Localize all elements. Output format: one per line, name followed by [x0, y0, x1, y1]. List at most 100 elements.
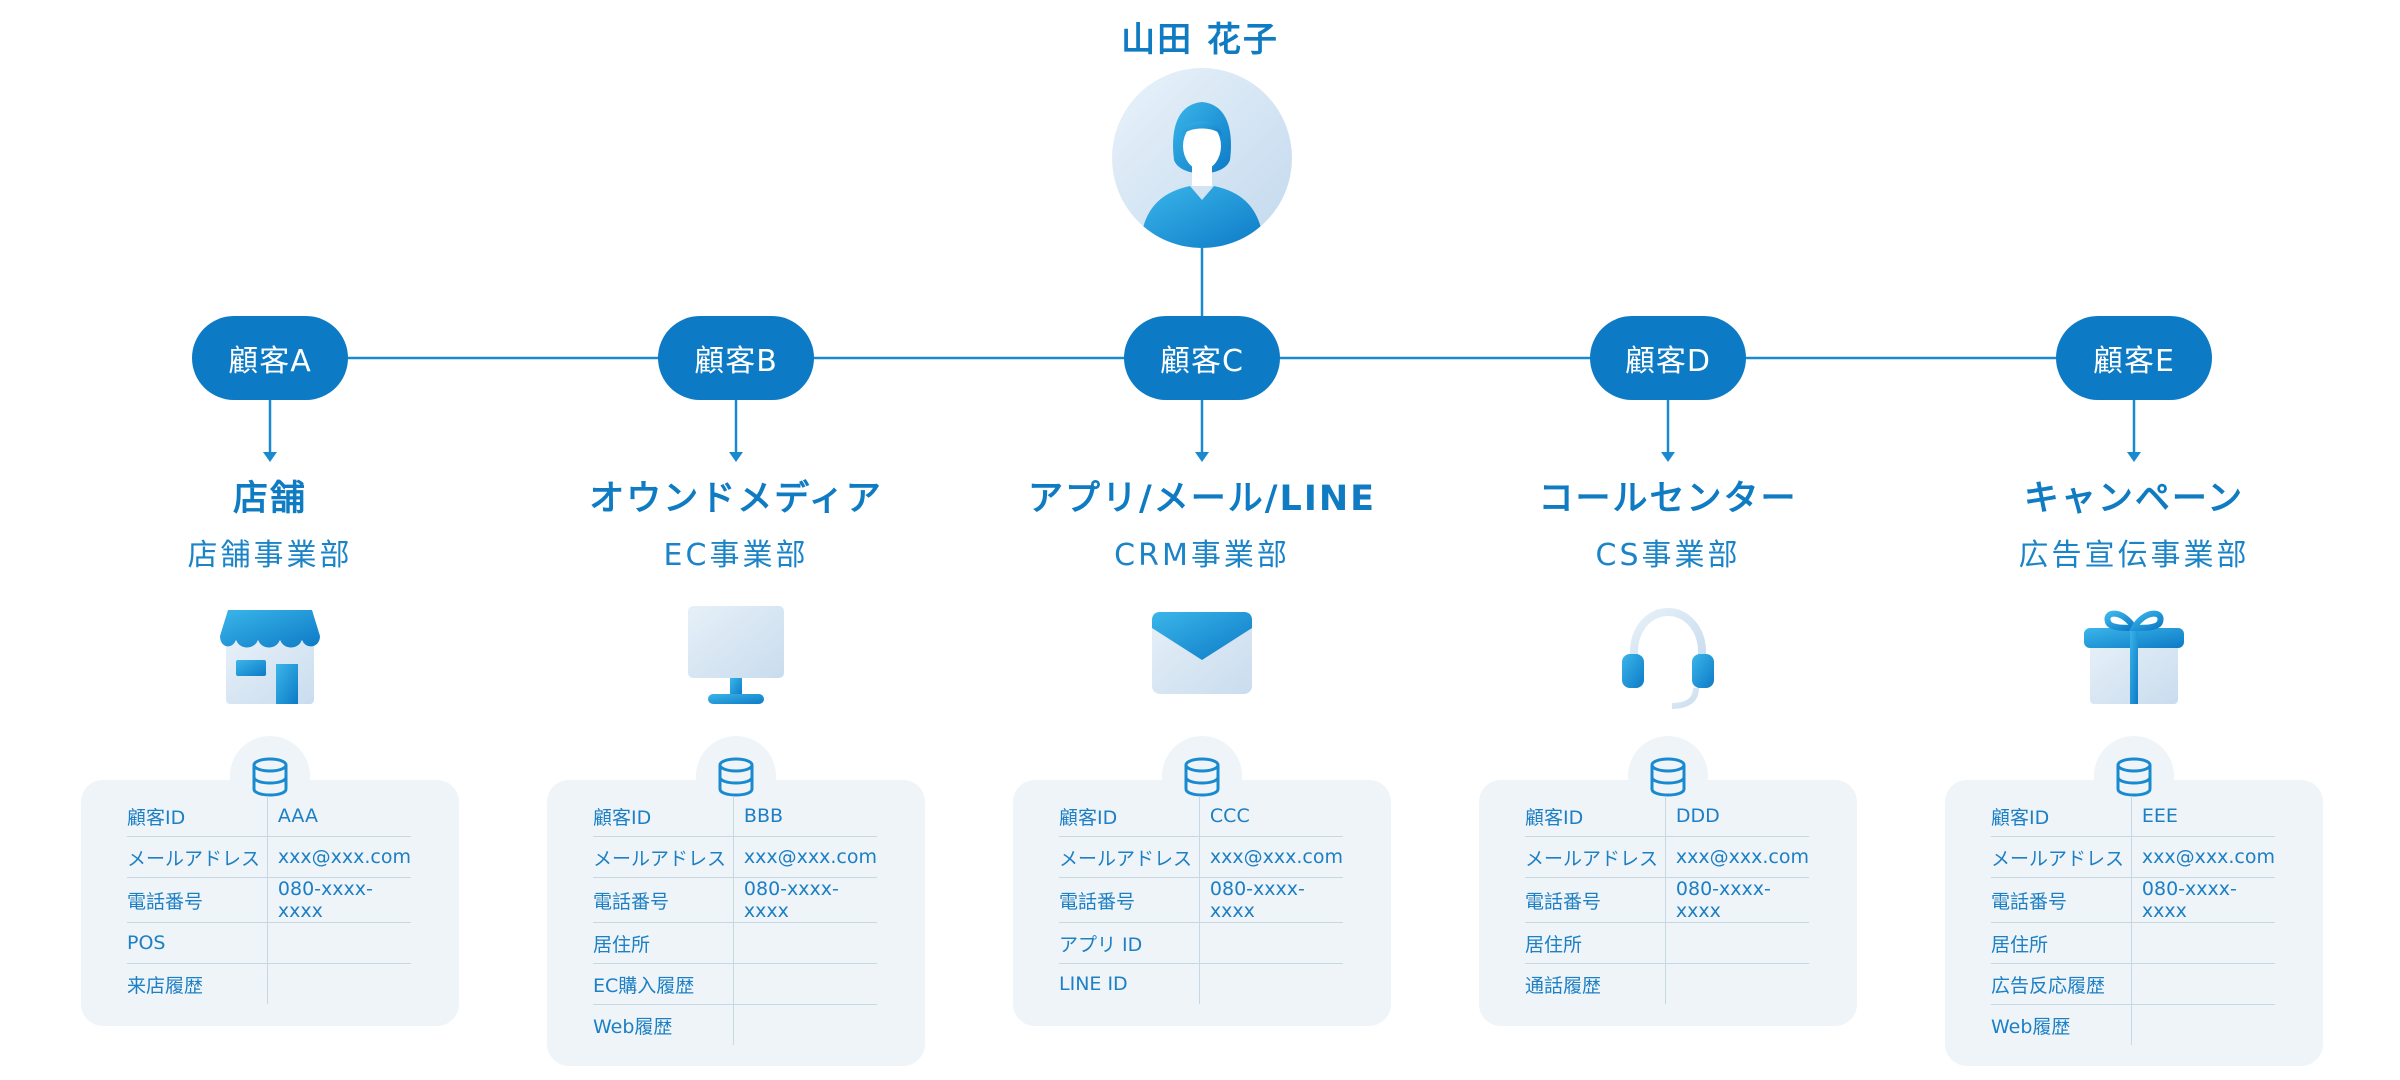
row-label: 来店履歴 — [127, 963, 268, 1004]
row-value — [2131, 923, 2275, 964]
arrowhead-e — [2127, 452, 2141, 462]
row-value — [2131, 1005, 2275, 1046]
row-label: メールアドレス — [593, 836, 734, 878]
info-row: 来店履歴 — [127, 963, 411, 1005]
info-row: POS — [127, 922, 411, 964]
row-value: 080-xxxx-xxxx — [743, 878, 839, 922]
row-label: メールアドレス — [1059, 836, 1200, 878]
database-icon — [1650, 757, 1686, 797]
row-value: xxx@xxx.com — [1209, 846, 1343, 868]
row-value — [733, 964, 877, 1005]
monitor-icon — [688, 606, 784, 704]
row-value — [2131, 964, 2275, 1005]
row-label: 顧客ID — [1991, 796, 2132, 837]
row-label: 顧客ID — [593, 796, 734, 837]
info-row: 顧客ID EEE — [1991, 796, 2275, 837]
row-label: Web履歴 — [1991, 1004, 2132, 1045]
customer-pill-e: 顧客E — [2056, 316, 2212, 400]
info-row: メールアドレス xxx@xxx.com — [127, 836, 411, 878]
row-label: 居住所 — [1991, 922, 2132, 964]
row-value — [733, 1005, 877, 1046]
channel-title-b: オウンドメディア — [589, 479, 883, 519]
database-icon — [1184, 757, 1220, 797]
row-value: 080-xxxx-xxxx — [2141, 878, 2237, 922]
channel-title-e: キャンペーン — [2023, 479, 2245, 519]
store-icon — [220, 610, 320, 704]
row-value — [1199, 964, 1343, 1005]
row-value: 080-xxxx-xxxx — [1209, 878, 1305, 922]
info-row: 通話履歴 — [1525, 963, 1809, 1004]
info-row: 顧客ID AAA — [127, 796, 411, 837]
row-label: 電話番号 — [1525, 877, 1666, 923]
arrowhead-d — [1661, 452, 1675, 462]
channel-title-c: アプリ/メール/LINE — [1027, 479, 1377, 519]
mail-icon — [1152, 612, 1252, 694]
row-label: メールアドレス — [1525, 836, 1666, 878]
row-value: EEE — [2141, 805, 2178, 827]
info-row: 顧客ID CCC — [1059, 796, 1343, 837]
info-row: メールアドレス xxx@xxx.com — [1525, 836, 1809, 878]
person-avatar-icon — [1112, 68, 1292, 248]
row-label: 顧客ID — [1059, 796, 1200, 837]
row-label: アプリ ID — [1059, 922, 1200, 964]
info-row: Web履歴 — [593, 1004, 877, 1046]
arrowhead-b — [729, 452, 743, 462]
row-value: xxx@xxx.com — [277, 846, 411, 868]
row-label: POS — [127, 922, 268, 964]
database-icon — [252, 757, 288, 797]
info-row: メールアドレス xxx@xxx.com — [1059, 836, 1343, 878]
row-value: xxx@xxx.com — [1675, 846, 1809, 868]
info-row: メールアドレス xxx@xxx.com — [1991, 836, 2275, 878]
info-row: Web履歴 — [1991, 1004, 2275, 1046]
info-row: 広告反応履歴 — [1991, 963, 2275, 1005]
info-row: 居住所 — [593, 922, 877, 964]
arrowhead-c — [1195, 452, 1209, 462]
row-value: xxx@xxx.com — [743, 846, 877, 868]
row-label: 顧客ID — [1525, 796, 1666, 837]
row-label: 電話番号 — [593, 877, 734, 923]
row-label: 電話番号 — [1059, 877, 1200, 923]
row-value: AAA — [277, 805, 318, 827]
row-label: 居住所 — [593, 922, 734, 964]
row-label: メールアドレス — [127, 836, 268, 878]
info-row: 居住所 — [1525, 922, 1809, 964]
row-label: 広告反応履歴 — [1991, 963, 2132, 1005]
channel-title-d: コールセンター — [1538, 479, 1798, 519]
row-value — [267, 964, 411, 1005]
info-row: メールアドレス xxx@xxx.com — [593, 836, 877, 878]
row-value: DDD — [1675, 805, 1720, 827]
row-label: LINE ID — [1059, 963, 1200, 1004]
row-value — [733, 923, 877, 964]
database-icon — [2116, 757, 2152, 797]
row-label: 顧客ID — [127, 796, 268, 837]
row-value — [1199, 923, 1343, 964]
row-value: BBB — [743, 805, 784, 827]
info-row: 居住所 — [1991, 922, 2275, 964]
channel-title-a: 店舗 — [232, 479, 307, 519]
department-label-c: CRM事業部 — [1114, 538, 1290, 573]
row-label: EC購入履歴 — [593, 963, 734, 1005]
info-row: LINE ID — [1059, 963, 1343, 1005]
database-icon — [718, 757, 754, 797]
row-value — [267, 923, 411, 964]
info-row: 顧客ID BBB — [593, 796, 877, 837]
row-value: xxx@xxx.com — [2141, 846, 2275, 868]
customer-pill-c: 顧客C — [1124, 316, 1280, 400]
row-value: CCC — [1209, 805, 1250, 827]
customer-pill-a: 顧客A — [192, 316, 348, 400]
headset-icon — [1622, 607, 1714, 709]
row-label: メールアドレス — [1991, 836, 2132, 878]
